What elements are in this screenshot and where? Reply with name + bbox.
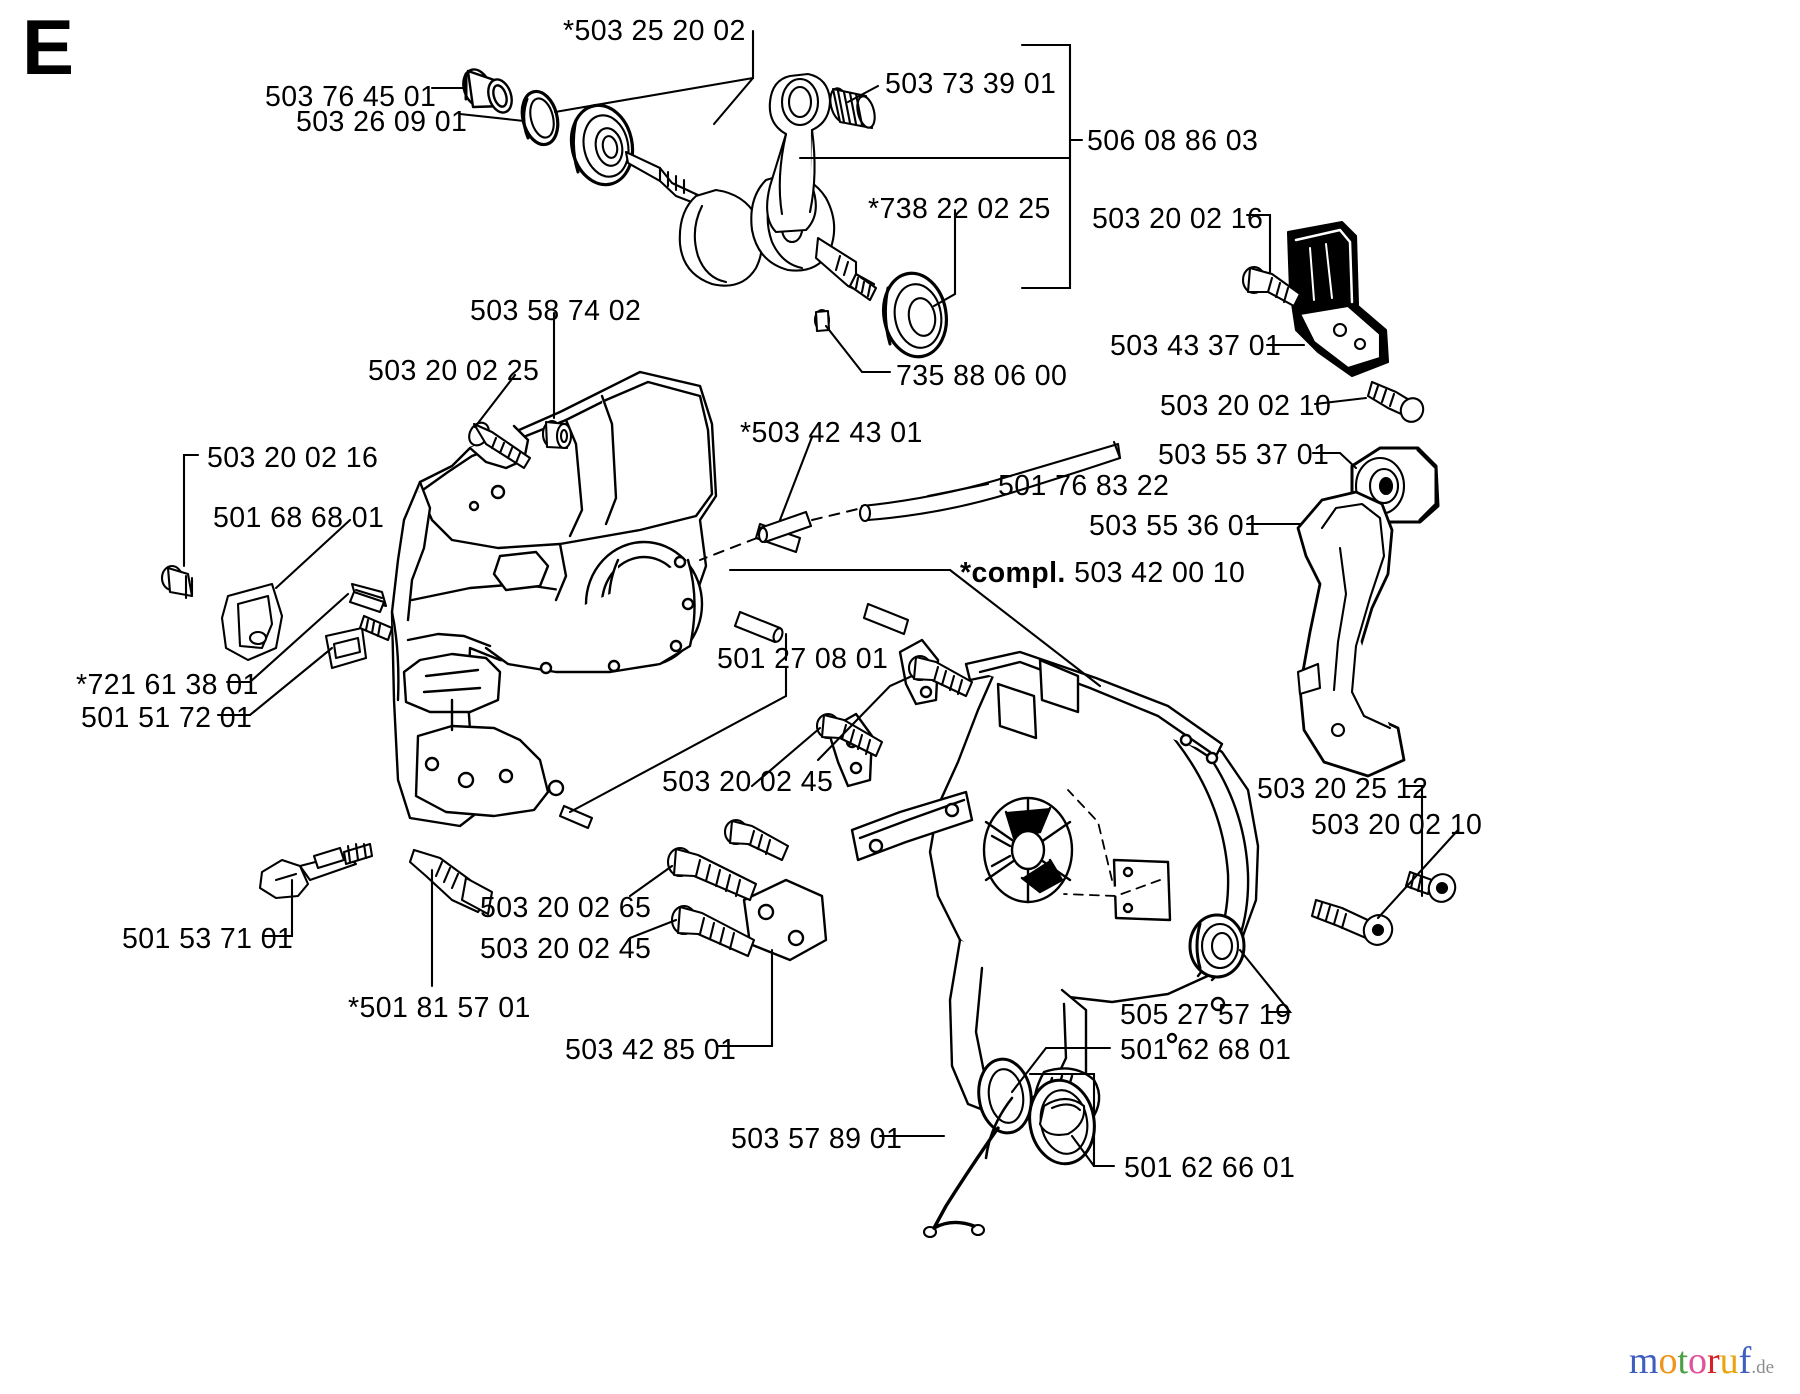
label-503-20-02-10-right: 503 20 02 10 <box>1160 390 1332 422</box>
watermark-letter: m <box>1628 1340 1659 1382</box>
label-503-20-02-10-bottom: 503 20 02 10 <box>1311 809 1483 841</box>
part-screws-cluster <box>666 654 974 958</box>
label-503-43-37-01: 503 43 37 01 <box>1110 330 1282 362</box>
part-spacer-sleeve <box>541 419 573 450</box>
label-503-20-02-65: 503 20 02 65 <box>480 892 652 924</box>
watermark-letter: t <box>1677 1340 1688 1382</box>
part-grommet <box>324 626 368 670</box>
part-bushing <box>462 68 513 114</box>
part-ball-bearing-flywheel <box>882 271 948 359</box>
watermark-letter: f <box>1738 1340 1752 1382</box>
label-738-22-02-25: *738 22 02 25 <box>868 193 1051 225</box>
watermark-letter: o <box>1688 1340 1707 1382</box>
label-721-61-38-01: *721 61 38 01 <box>76 669 259 701</box>
label-735-88-06-00: 735 88 06 00 <box>896 360 1068 392</box>
motoruf-watermark: motoruf.de <box>1629 1342 1774 1380</box>
part-screw-5032002 25 <box>468 421 532 470</box>
part-crankshaft <box>624 150 878 302</box>
label-503-20-02-16-left: 503 20 02 16 <box>207 442 379 474</box>
part-screw-5032002 16-left <box>160 564 194 600</box>
label-501-27-08-01: 501 27 08 01 <box>717 643 889 675</box>
label-503-25-20-02: *503 25 20 02 <box>563 15 746 47</box>
label-501-53-71-01: 501 53 71 01 <box>122 923 294 955</box>
part-handle-bracket <box>1296 490 1406 778</box>
label-503-20-02-16-right: 503 20 02 16 <box>1092 203 1264 235</box>
detail-flywheel <box>982 796 1074 904</box>
label-506-08-86-03: 506 08 86 03 <box>1087 125 1259 157</box>
label-501-76-83-22: 501 76 83 22 <box>998 470 1170 502</box>
label-503-57-89-01: 503 57 89 01 <box>731 1123 903 1155</box>
label-503-73-39-01: 503 73 39 01 <box>885 68 1057 100</box>
part-needle-cage-bearing <box>829 87 876 130</box>
part-screw-right-top <box>1241 265 1302 308</box>
part-stud-small <box>358 614 394 642</box>
label-503-26-09-01: 503 26 09 01 <box>296 106 468 138</box>
label-501-81-57-01: *501 81 57 01 <box>348 992 531 1024</box>
label-503-55-37-01: 503 55 37 01 <box>1158 439 1330 471</box>
part-bracket-plate <box>1286 220 1390 378</box>
part-crankcase-left-half <box>390 370 718 828</box>
part-chain-tensioner <box>258 842 374 900</box>
part-impulse-nipple <box>757 510 813 544</box>
part-cap-seal-ring <box>977 1057 1033 1135</box>
label-503-76-45-01: 503 76 45 01 <box>265 81 437 113</box>
part-screw-right-mid <box>1366 380 1425 423</box>
label-503-42-43-01: *503 42 43 01 <box>740 417 923 449</box>
label-501-68-68-01: 501 68 68 01 <box>213 502 385 534</box>
part-bolt-stud <box>408 848 494 916</box>
label-503-20-02-45-lower: 503 20 02 45 <box>480 933 652 965</box>
part-bearing-seal <box>1188 913 1246 979</box>
label-503-20-02-45-upper: 503 20 02 45 <box>662 766 834 798</box>
part-oil-seal <box>520 89 560 147</box>
label-501-51-72-01: 501 51 72 01 <box>81 702 253 734</box>
part-screw-5032025 12 <box>1404 870 1457 903</box>
label-compl-503-42-00-10: *compl. 503 42 00 10 <box>960 559 1245 588</box>
part-screw-bottom-right <box>1310 898 1394 946</box>
watermark-letter: u <box>1719 1340 1739 1382</box>
part-connecting-rod <box>766 72 832 234</box>
watermark-letter: o <box>1658 1340 1678 1382</box>
label-501-62-66-01: 501 62 66 01 <box>1124 1152 1296 1184</box>
compl-prefix: *compl. <box>960 557 1066 589</box>
label-503-42-85-01: 503 42 85 01 <box>565 1034 737 1066</box>
watermark-letter: r <box>1707 1340 1720 1382</box>
label-505-27-57-19: 505 27 57 19 <box>1120 999 1292 1031</box>
label-503-55-36-01: 503 55 36 01 <box>1089 510 1261 542</box>
section-letter: E <box>22 3 74 91</box>
part-ball-bearing-pto <box>569 103 635 187</box>
label-503-20-25-12: 503 20 25 12 <box>1257 773 1429 805</box>
part-clamp-plate <box>220 582 284 662</box>
label-503-58-74-02: 503 58 74 02 <box>470 295 642 327</box>
label-501-62-68-01: 501 62 68 01 <box>1120 1034 1292 1066</box>
watermark-suffix: .de <box>1751 1357 1774 1378</box>
label-503-20-02-25: 503 20 02 25 <box>368 355 540 387</box>
part-tank-retainer-wire <box>922 1096 1014 1239</box>
compl-number: 503 42 00 10 <box>1074 557 1246 589</box>
